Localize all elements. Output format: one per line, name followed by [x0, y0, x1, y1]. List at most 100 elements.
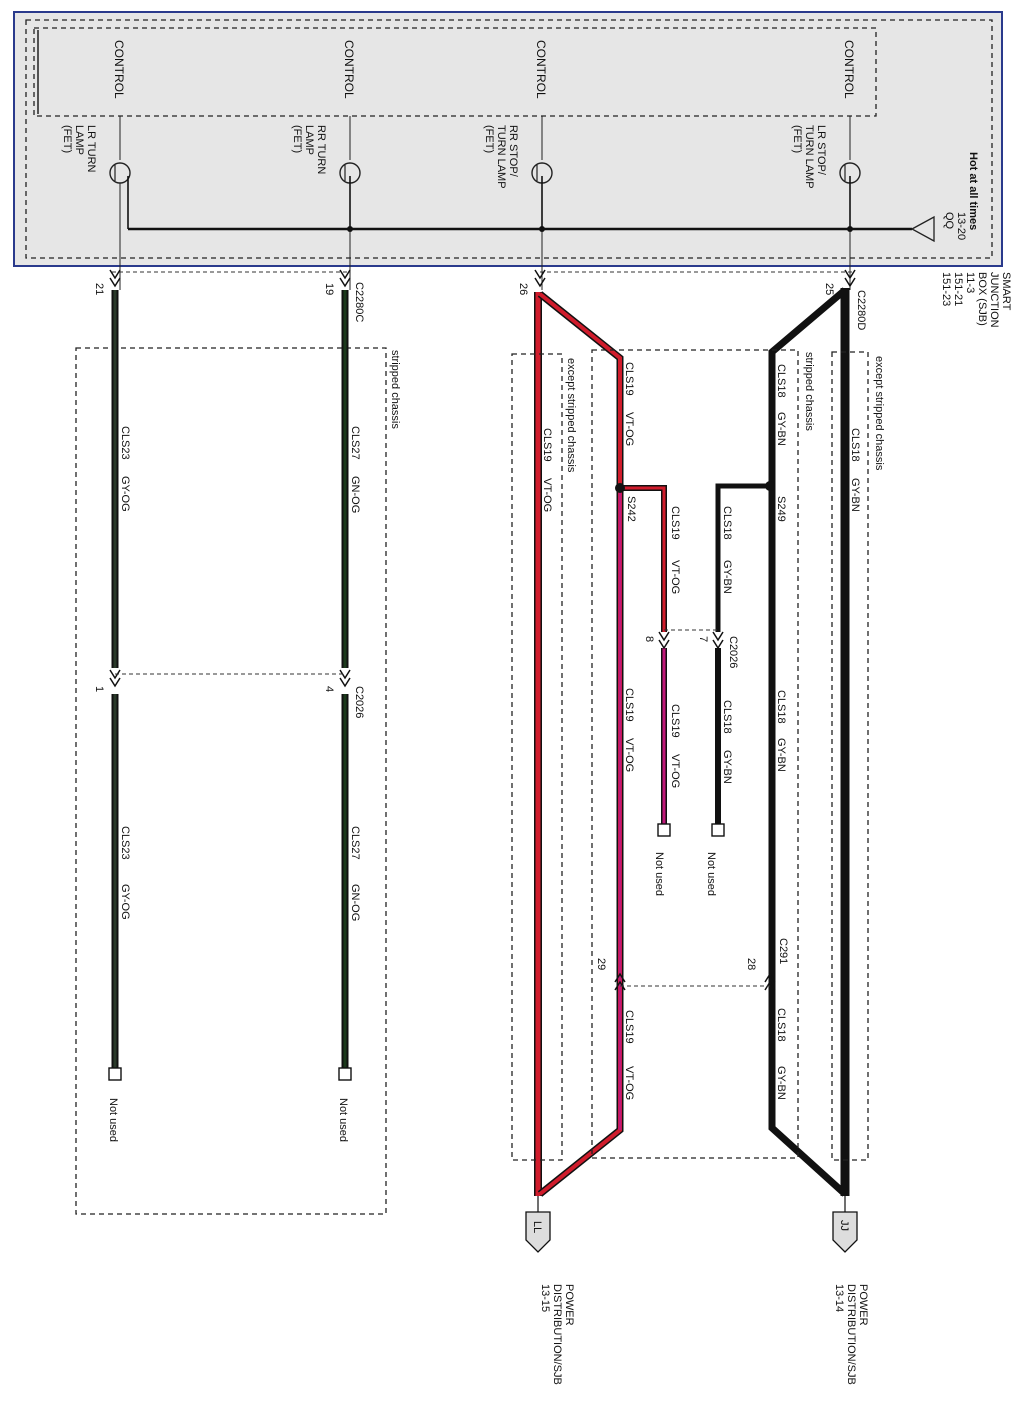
fet3-line1: RR TURN [315, 125, 327, 174]
stripped-box-left-circuit [75, 347, 387, 1215]
circuit-cls23 [108, 290, 122, 1081]
fet3-line2: LAMP [303, 125, 315, 155]
wire-color-gybn-c: GY-BN [721, 560, 733, 594]
smart-junction-box: CONTROL CONTROL CONTROL CONTROL [13, 11, 1012, 328]
wire-label-cls18-e: CLS18 [721, 700, 733, 734]
wire-color-vtog-f: VT-OG [623, 1066, 635, 1100]
hot-ref: 13-20 [955, 212, 967, 240]
wire-label-cls18-d: CLS18 [775, 690, 787, 724]
connector-c2280d-26: 26 [517, 269, 546, 295]
fet4-line1: LR TURN [85, 125, 97, 173]
wire-label-cls18-c: CLS18 [721, 506, 733, 540]
connector-c2280c-21: 21 [93, 269, 121, 295]
wire-cls18-branch [715, 483, 770, 632]
c2280d-label: C2280D [855, 290, 867, 330]
wire-label-cls19-b: CLS19 [623, 362, 635, 396]
wire-color-gybn-b: GY-BN [775, 412, 787, 446]
not-used-terminal-8 [657, 823, 671, 837]
not-used-terminal-cls27 [338, 1067, 352, 1081]
ll-pin: LL [531, 1221, 543, 1233]
fet2-line2: TURN LAMP [495, 125, 507, 189]
wire-color-vtog-c: VT-OG [669, 560, 681, 594]
jj-pin: JJ [838, 1220, 850, 1231]
sjb-control-module [33, 27, 877, 117]
pin-21: 21 [93, 283, 105, 295]
not-used-8: Not used [653, 852, 665, 896]
connector-c2280d: C2280D 25 [823, 269, 867, 330]
jj-line1: POWER [857, 1284, 869, 1326]
hot-at-all-times-label: Hot at all times [967, 152, 979, 230]
sjb-title-line1: SMART [1000, 272, 1012, 311]
fet2-line1: RR STOP/ [507, 125, 519, 178]
pin-28: 28 [745, 958, 757, 970]
except-stripped-box-right [831, 351, 869, 1161]
wire-label-cls19-a: CLS19 [541, 428, 553, 462]
wire-color-gybn-d: GY-BN [775, 738, 787, 772]
ll-line1: POWER [563, 1284, 575, 1326]
pin-4: 4 [323, 686, 335, 692]
except-stripped-box-left [511, 353, 563, 1161]
circuit-cls19 [534, 291, 671, 1197]
wire-color-vtog-a: VT-OG [541, 478, 553, 512]
wire-label-cls23-a: CLS23 [119, 426, 131, 460]
wire-color-gyog-a: GY-OG [119, 476, 131, 512]
not-used-7: Not used [705, 852, 717, 896]
pin-1: 1 [93, 686, 105, 692]
wire-color-vtog-d: VT-OG [623, 738, 635, 772]
wire-label-cls19-c: CLS19 [669, 506, 681, 540]
not-used-cls23: Not used [107, 1098, 119, 1142]
wire-color-vtog-b: VT-OG [623, 412, 635, 446]
wire-label-cls18-b: CLS18 [775, 364, 787, 398]
sjb-inner-border [25, 19, 993, 259]
hot-feed-arrow [910, 215, 935, 243]
c2026-label-center: C2026 [727, 636, 739, 668]
terminal-ll: LL POWER DISTRIBUTION/SJB 13-15 [525, 1211, 575, 1385]
wire-label-cls23-b: CLS23 [119, 826, 131, 860]
wire-color-gyog-b: GY-OG [119, 884, 131, 920]
pin-26: 26 [517, 283, 529, 295]
connector-c2280c: C2280C 19 [323, 269, 365, 322]
c2280c-label: C2280C [353, 282, 365, 322]
wire-label-cls18-f: CLS18 [775, 1008, 787, 1042]
pin-7: 7 [697, 636, 709, 642]
not-used-terminal-cls23 [108, 1067, 122, 1081]
sjb-ref2: 151-21 [952, 272, 964, 306]
fet3-line3: (FET) [291, 125, 303, 153]
sjb-ref1: 11-3 [964, 272, 976, 293]
splice-s249 [765, 481, 775, 491]
wire-cls18-stripped [768, 287, 848, 1197]
ll-line2: DISTRIBUTION/SJB [551, 1284, 563, 1385]
sjb-body [13, 11, 1003, 267]
fet1-line3: (FET) [791, 125, 803, 153]
wire-label-cls18-a: CLS18 [849, 428, 861, 462]
wire-label-cls19-e: CLS19 [669, 704, 681, 738]
wire-color-gnog-b: GN-OG [349, 884, 361, 921]
jj-line2: DISTRIBUTION/SJB [845, 1284, 857, 1385]
control-label-3: CONTROL [342, 40, 356, 99]
wire-color-gybn-e: GY-BN [721, 750, 733, 784]
splice-s242-label: S242 [625, 496, 637, 522]
wire-label-cls19-d: CLS19 [623, 688, 635, 722]
stripped-box-center [591, 349, 799, 1159]
fet2-line3: (FET) [483, 125, 495, 153]
pin-25: 25 [823, 283, 835, 295]
jj-ref: 13-14 [833, 1284, 845, 1312]
wire-color-gnog-a: GN-OG [349, 476, 361, 513]
wire-color-vtog-e: VT-OG [669, 754, 681, 788]
c291-label: C291 [777, 938, 789, 964]
ll-ref: 13-15 [539, 1284, 551, 1312]
stripped-label-left: stripped chassis [389, 350, 401, 429]
except-stripped-label-right: except stripped chassis [873, 356, 885, 471]
wire-label-cls27-a: CLS27 [349, 426, 361, 460]
fet4-line3: (FET) [61, 125, 73, 153]
c2026-label-left: C2026 [353, 686, 365, 718]
wire-color-gybn-f: GY-BN [775, 1066, 787, 1100]
wire-label-cls27-b: CLS27 [349, 826, 361, 860]
control-label-4: CONTROL [112, 40, 126, 99]
terminal-jj: JJ POWER DISTRIBUTION/SJB 13-14 [832, 1211, 869, 1385]
not-used-terminal-7 [711, 823, 725, 837]
circuit-cls18 [711, 287, 850, 1197]
wire-color-gybn-a: GY-BN [849, 478, 861, 512]
except-stripped-label-left: except stripped chassis [565, 358, 577, 473]
